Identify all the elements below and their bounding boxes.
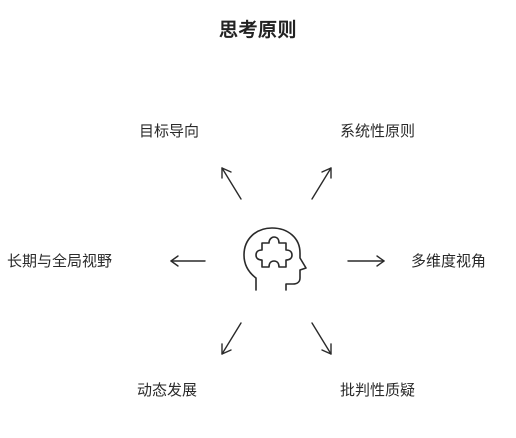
head-puzzle-icon bbox=[243, 227, 307, 291]
arrow-bottom-left bbox=[221, 322, 242, 355]
arrow-top-right bbox=[311, 167, 332, 200]
arrow-bottom-right bbox=[311, 322, 332, 355]
node-label-right: 多维度视角 bbox=[411, 252, 487, 270]
node-label-top-right: 系统性原则 bbox=[340, 122, 416, 140]
diagram-title: 思考原则 bbox=[218, 19, 297, 41]
arrow-right bbox=[347, 255, 385, 267]
arrow-left bbox=[170, 255, 206, 267]
node-label-left: 长期与全局视野 bbox=[7, 252, 113, 270]
node-label-bottom-left: 动态发展 bbox=[137, 381, 198, 399]
node-label-bottom-right: 批判性质疑 bbox=[340, 381, 416, 399]
arrow-top-left bbox=[221, 167, 242, 200]
node-label-top-left: 目标导向 bbox=[139, 122, 200, 140]
